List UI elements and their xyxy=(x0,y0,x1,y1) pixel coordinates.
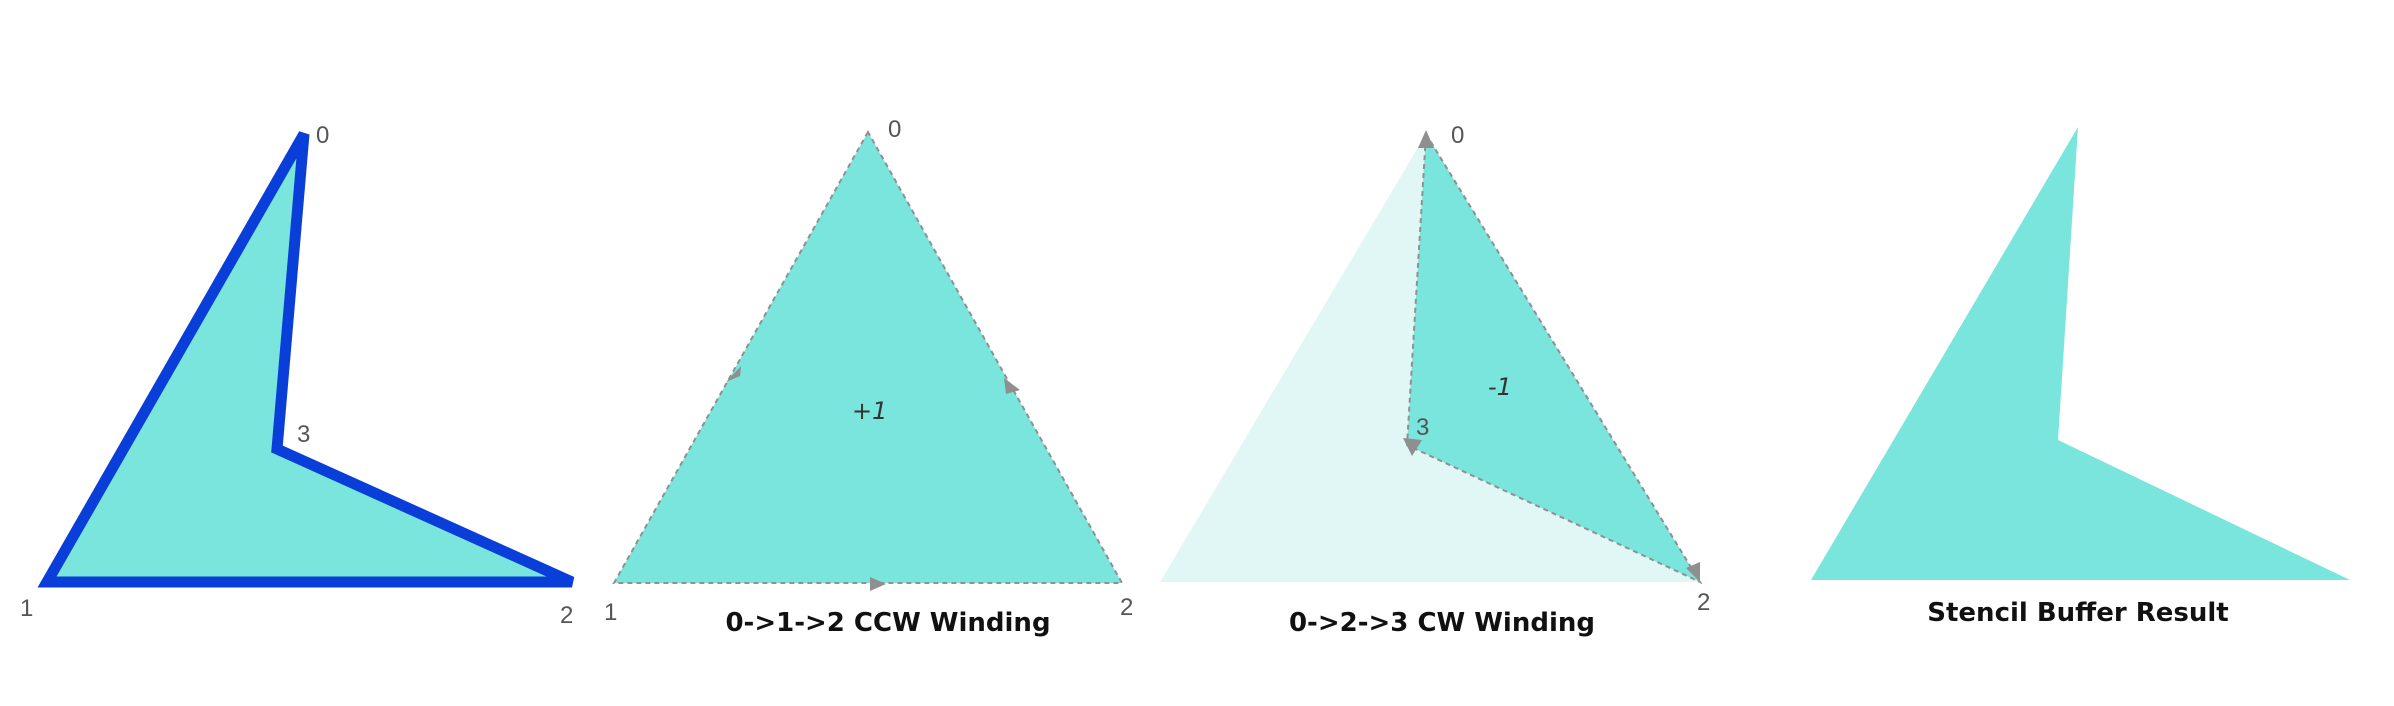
triangle-ccw-fill xyxy=(614,132,1122,583)
panel-polygon-outline: 0 1 2 3 xyxy=(20,122,575,629)
edge-arrow-2-0 xyxy=(1004,378,1020,394)
panel-stencil-result: Stencil Buffer Result xyxy=(1811,127,2350,628)
panel-cw-winding: -1 0 2 3 0->2->3 CW Winding xyxy=(1160,122,1710,638)
vertex-label-2: 2 xyxy=(1697,589,1710,616)
region-label-plus-one: +1 xyxy=(852,397,887,425)
panel-ccw-winding: +1 0 1 2 0->1->2 CCW Winding xyxy=(604,116,1133,638)
vertex-label-1: 1 xyxy=(604,599,617,626)
edge-arrow-0-2 xyxy=(1686,562,1700,582)
edge-arrow-2-3 xyxy=(1403,438,1422,456)
vertex-label-0: 0 xyxy=(316,122,329,149)
edge-arrow-3-0 xyxy=(1418,130,1434,148)
vertex-label-2: 2 xyxy=(1120,594,1133,621)
polygon-outline xyxy=(37,131,575,588)
vertex-label-3: 3 xyxy=(1416,414,1429,441)
vertex-label-0: 0 xyxy=(888,116,901,143)
edge-arrow-1-2 xyxy=(870,577,886,591)
caption-cw: 0->2->3 CW Winding xyxy=(1289,608,1595,638)
edge-arrow-0-1 xyxy=(726,366,741,382)
vertex-label-1: 1 xyxy=(20,595,33,622)
triangle-cw-edges xyxy=(1405,130,1703,585)
vertex-label-0: 0 xyxy=(1451,122,1464,149)
region-label-minus-one: -1 xyxy=(1488,373,1512,401)
caption-stencil-result: Stencil Buffer Result xyxy=(1927,598,2228,628)
vertex-label-2: 2 xyxy=(560,602,573,629)
caption-ccw: 0->1->2 CCW Winding xyxy=(725,608,1050,638)
triangle-cw-fill xyxy=(1407,134,1700,582)
polygon-fill xyxy=(47,134,572,582)
vertex-label-3: 3 xyxy=(297,421,310,448)
stencil-result-fill xyxy=(1811,127,2350,580)
